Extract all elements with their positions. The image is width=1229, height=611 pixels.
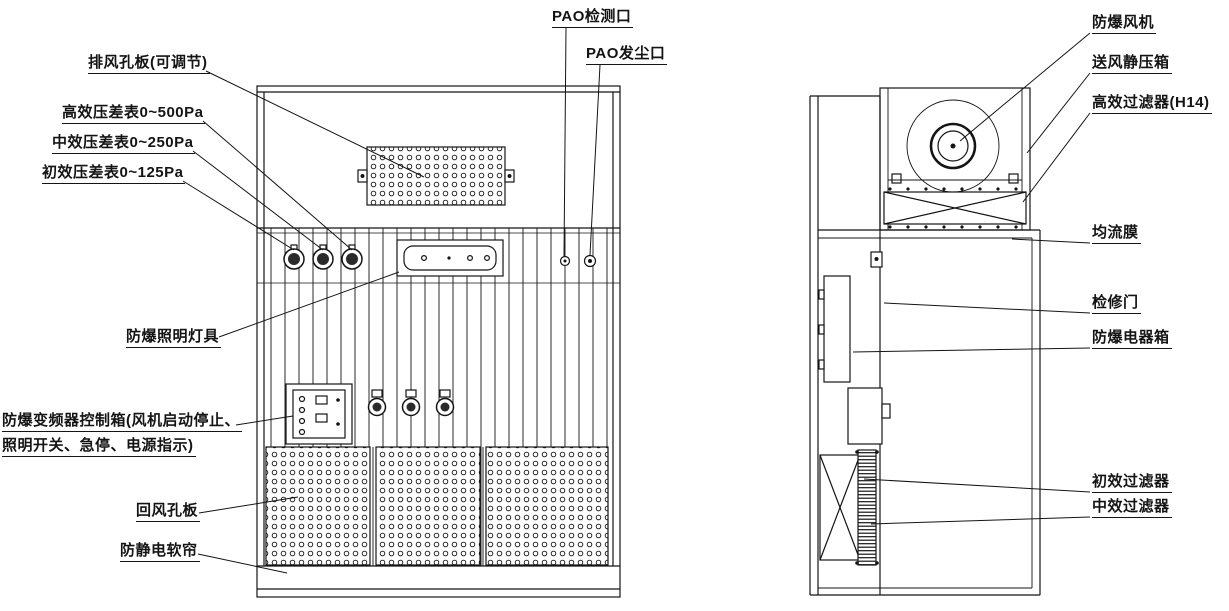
label-return-plate: 回风孔板 xyxy=(136,502,201,522)
pressure-gauge-hepa xyxy=(341,244,363,270)
panel-button-3 xyxy=(435,389,455,417)
label-medium-gauge: 中效压差表0~250Pa xyxy=(52,134,196,154)
pao-test-port xyxy=(559,255,571,267)
hepa-filter xyxy=(883,187,1027,229)
medium-filter xyxy=(855,449,879,566)
front-view-drawing xyxy=(256,85,621,598)
label-access-door: 检修门 xyxy=(1092,294,1141,314)
label-medium-filter: 中效过滤器 xyxy=(1092,498,1172,518)
label-hepa-gauge: 高效压差表0~500Pa xyxy=(62,104,206,124)
control-box xyxy=(285,383,353,445)
pressure-tap xyxy=(870,251,883,268)
primary-filter xyxy=(819,454,861,561)
explosion-proof-fan xyxy=(888,99,1022,193)
label-plenum: 送风静压箱 xyxy=(1092,54,1172,74)
label-control-box-line1: 防爆变频器控制箱(风机启动停止、 xyxy=(2,412,242,432)
panel-button-2 xyxy=(401,389,421,417)
pao-dust-port xyxy=(583,254,597,268)
pressure-gauge-primary xyxy=(283,244,305,270)
light-fixture xyxy=(396,239,504,277)
chamber-body xyxy=(810,230,1041,596)
label-fan: 防爆风机 xyxy=(1092,14,1157,34)
label-flow-membrane: 均流膜 xyxy=(1092,224,1141,244)
leader-lines xyxy=(182,27,1091,574)
label-exhaust-plate: 排风孔板(可调节) xyxy=(88,54,210,74)
label-pao-dust-port: PAO发尘口 xyxy=(586,45,668,65)
flow-membrane xyxy=(818,229,1040,239)
return-air-panel-1 xyxy=(265,446,371,566)
label-antistatic-curtain: 防静电软帘 xyxy=(120,542,200,562)
side-view-drawing xyxy=(809,87,1041,596)
label-primary-filter: 初效过滤器 xyxy=(1092,473,1172,493)
access-door xyxy=(818,275,851,383)
cabinet-outline xyxy=(256,85,621,598)
label-light-fixture: 防爆照明灯具 xyxy=(126,328,222,348)
exhaust-perforated-plate xyxy=(357,146,515,206)
label-electrical-box: 防爆电器箱 xyxy=(1092,329,1172,349)
panel-button-1 xyxy=(367,389,387,417)
electrical-box xyxy=(847,387,891,445)
label-control-box-line2: 照明开关、急停、电源指示) xyxy=(2,437,196,457)
label-pao-test-port: PAO检测口 xyxy=(552,8,634,28)
return-air-panel-2 xyxy=(375,446,481,566)
pressure-gauge-medium xyxy=(312,244,334,270)
return-air-panel-3 xyxy=(485,446,609,566)
label-hepa-filter: 高效过滤器(H14) xyxy=(1092,94,1212,114)
label-primary-gauge: 初效压差表0~125Pa xyxy=(42,164,186,184)
